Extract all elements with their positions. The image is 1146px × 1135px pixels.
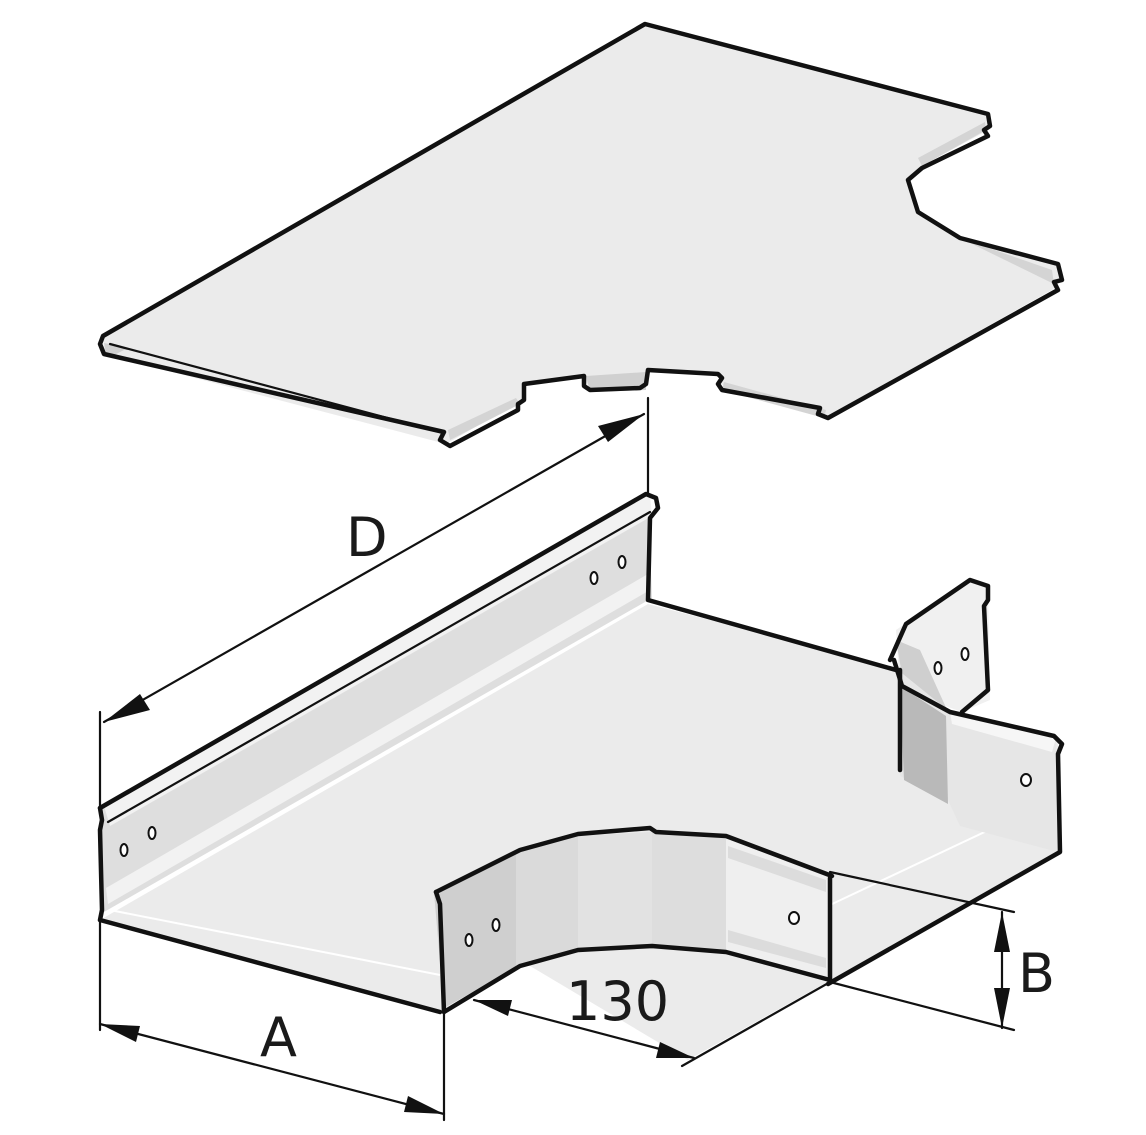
arrow-head-icon xyxy=(994,912,1010,952)
arrow-head-icon xyxy=(104,694,150,722)
tray-left-end-outline xyxy=(97,805,443,1015)
dim-label-D: D xyxy=(346,506,388,569)
dim-B-extension-bottom xyxy=(828,980,1016,1032)
dim-label-B: B xyxy=(1018,942,1055,1005)
bolt-hole xyxy=(119,843,129,857)
bolt-hole xyxy=(617,555,627,569)
cover-plate xyxy=(103,24,1060,444)
dim-B-extension-top xyxy=(828,870,1016,914)
arrow-head-icon xyxy=(656,1042,694,1058)
side-wall-rim-left xyxy=(104,494,652,826)
side-wall-ridge-left xyxy=(106,574,650,904)
bend-rim-right-lower xyxy=(728,930,826,968)
tray-bend-end-left-edge xyxy=(433,889,447,1015)
bend-end-left xyxy=(434,852,516,1008)
bolt-hole xyxy=(147,826,157,840)
bend-segment-2 xyxy=(578,832,652,952)
cover-rim-right-bottom xyxy=(960,238,1054,284)
dim-130-extension xyxy=(680,878,1012,1068)
cover xyxy=(97,21,1065,449)
cover-outline xyxy=(97,21,1065,449)
dim-D-line xyxy=(102,412,646,724)
floor-highlight-left xyxy=(109,909,441,976)
dim-label-130: 130 xyxy=(566,970,669,1033)
tray xyxy=(97,491,1065,1060)
side-wall-inner-line xyxy=(106,510,652,824)
bolt-hole xyxy=(491,918,501,932)
tray-bend-wall-bottom-outline xyxy=(441,943,833,1015)
bend-rim-right xyxy=(728,846,826,892)
tray-side-wall-left xyxy=(100,496,652,912)
cover-rim-left-notch xyxy=(448,398,520,440)
tray-bend-wall-top-outline xyxy=(433,825,835,895)
cover-rim-left-end xyxy=(104,343,128,356)
bolt-hole xyxy=(788,911,800,925)
floor-highlight-right xyxy=(829,819,1011,906)
bolt-hole xyxy=(1020,773,1032,787)
arrow-head-icon xyxy=(994,988,1010,1028)
arrow-head-icon xyxy=(598,414,644,442)
dim-A-line xyxy=(98,1022,446,1116)
bolt-hole xyxy=(960,647,970,661)
tray-right-arm-outline xyxy=(825,657,1065,987)
bend-segment-1 xyxy=(516,836,578,968)
dim-130-line xyxy=(472,998,696,1060)
tray-junction-wall-outline xyxy=(887,577,991,715)
right-arm-dark-segment xyxy=(900,686,948,804)
cover-rim-right-top xyxy=(918,122,986,166)
bolt-hole xyxy=(933,661,943,675)
dimension-lines xyxy=(98,396,1016,1122)
bolt-hole xyxy=(464,933,474,947)
tray-side-wall-left-outline xyxy=(97,491,899,811)
arrow-head-icon xyxy=(474,1000,512,1016)
arrow-head-icon xyxy=(404,1096,444,1114)
right-arm-rim xyxy=(950,712,1056,752)
bolt-hole xyxy=(589,571,599,585)
cover-inner-edge xyxy=(108,342,442,434)
dim-label-A: A xyxy=(260,1006,297,1069)
arrow-head-icon xyxy=(100,1024,140,1042)
bend-segment-3 xyxy=(652,832,726,952)
